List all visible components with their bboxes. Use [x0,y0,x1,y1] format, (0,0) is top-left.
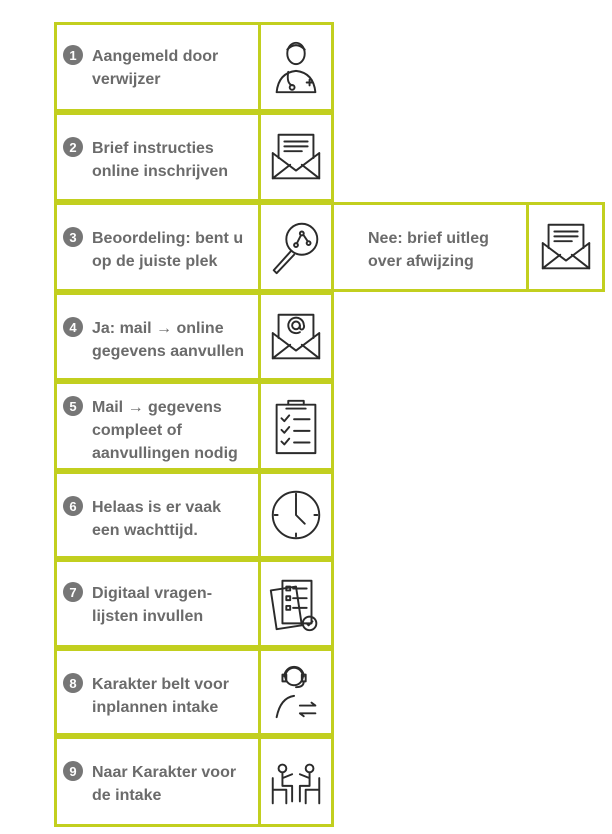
step-9-icon-cell [258,736,334,827]
email-envelope-icon [271,313,321,359]
two-people-meeting-icon [271,763,321,804]
step-label: Naar Karakter voor de intake [92,764,237,804]
magnifier-icon [272,222,319,275]
step-label: Beoordeling: bent u op de juiste plek [92,230,244,270]
step-label: Karakter belt voor inplannen intake [92,676,229,716]
step-6-icon-cell [258,471,334,559]
step-4-icon-cell [258,292,334,381]
letter-envelope-icon [271,133,321,180]
step-5-icon-cell [258,381,334,471]
questionnaires-icon [269,579,318,631]
step-8-text-cell: 8 Karakter belt voor inplannen intake [54,648,261,736]
step-number-badge: 9 [63,761,83,781]
step-label: Digitaal vragen- lijsten invullen [92,585,213,625]
headset-person-icon [275,665,317,719]
step-label: Helaas is er vaak een wachttijd. [92,499,221,539]
doctor-icon [275,41,317,94]
step-label: Aangemeld door verwijzer [92,48,219,88]
step-9-text-cell: 9 Naar Karakter voor de intake [54,736,261,827]
branch-label: Nee: brief uitleg over afwijzing [368,230,489,270]
step-1-icon-cell [258,22,334,112]
step-number-badge: 5 [63,396,83,416]
step-number-badge: 6 [63,496,83,516]
branch-icon-cell [526,202,605,292]
step-label: Brief instructies online inschrijven [92,140,229,180]
step-number-badge: 2 [63,137,83,157]
step-8-icon-cell [258,648,334,736]
step-number-badge: 3 [63,227,83,247]
step-number-badge: 7 [63,582,83,602]
step-1-text-cell: 1 Aangemeld door verwijzer [54,22,261,112]
step-label: Mail → gegevens compleet of aanvullingen… [92,399,238,462]
step-3-text-cell: 3 Beoordeling: bent u op de juiste plek [54,202,261,292]
step-2-icon-cell [258,112,334,202]
branch-text-cell: Nee: brief uitleg over afwijzing [331,202,529,292]
step-3-icon-cell [258,202,334,292]
letter-envelope-icon [541,223,590,270]
step-number-badge: 4 [63,317,83,337]
step-2-text-cell: 2 Brief instructies online inschrijven [54,112,261,202]
step-5-text-cell: 5 Mail → gegevens compleet of aanvulling… [54,381,261,471]
step-6-text-cell: 6 Helaas is er vaak een wachttijd. [54,471,261,559]
step-number-badge: 1 [63,45,83,65]
step-7-icon-cell [258,559,334,648]
step-number-badge: 8 [63,673,83,693]
step-4-text-cell: 4 Ja: mail → online gegevens aanvullen [54,292,261,381]
step-7-text-cell: 7 Digitaal vragen- lijsten invullen [54,559,261,648]
step-label: Ja: mail → online gegevens aanvullen [92,320,245,360]
clipboard-checklist-icon [275,399,317,455]
clock-icon [271,490,321,540]
